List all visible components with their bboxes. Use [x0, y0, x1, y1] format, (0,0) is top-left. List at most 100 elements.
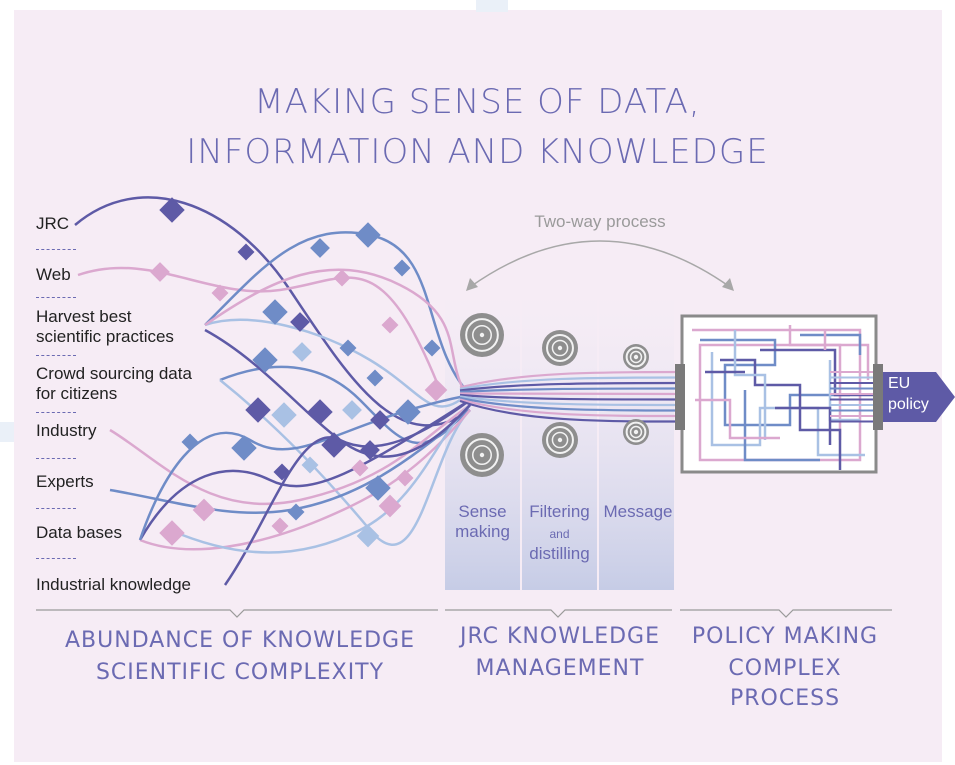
title-line-2: INFORMATION AND KNOWLEDGE: [186, 132, 769, 172]
knowledge-line: [459, 398, 683, 418]
two-way-arrow: [469, 240, 731, 288]
roller-center: [479, 332, 485, 338]
roller-ring: [546, 426, 574, 454]
stage-sense-line-2: making: [455, 522, 510, 541]
title-line-1: MAKING SENSE OF DATA,: [254, 82, 701, 122]
decorative-tab: [0, 422, 14, 442]
section-rule: [680, 609, 892, 618]
roller-ring: [465, 438, 499, 472]
divider: [36, 558, 76, 559]
node-marker: [393, 259, 411, 277]
divider: [36, 249, 76, 250]
policy-path: [788, 325, 870, 380]
policy-path: [695, 330, 827, 440]
node-marker: [395, 399, 421, 425]
knowledge-line: [459, 376, 683, 391]
source-data-bases: Data bases: [36, 523, 122, 542]
roller-ring: [551, 431, 569, 449]
node-marker: [378, 494, 402, 518]
roller-center: [557, 437, 563, 443]
node-marker: [150, 262, 170, 282]
node-marker: [290, 312, 310, 332]
flow-curve: [109, 403, 471, 506]
divider: [36, 297, 76, 298]
decorative-tab: [476, 0, 508, 12]
flow-curve: [139, 409, 471, 551]
node-marker: [252, 347, 278, 373]
roller-ring: [629, 350, 643, 364]
roller-ring: [625, 421, 647, 443]
flow-curve: [204, 268, 472, 401]
flow-curve: [77, 266, 442, 391]
node-marker: [301, 456, 319, 474]
divider: [36, 355, 76, 356]
node-marker: [287, 503, 305, 521]
source-harvest-line-1: Harvest best: [36, 307, 132, 326]
source-crowd-line-2: for citizens: [36, 384, 118, 403]
arrow-head-right: [722, 278, 734, 291]
stage-sense-line-1: Sense: [458, 502, 507, 521]
policy-path: [720, 358, 842, 470]
policy-path: [743, 333, 862, 462]
node-marker: [342, 400, 362, 420]
policy-box-outlet: [873, 364, 883, 430]
divider: [36, 412, 76, 413]
source-web: Web: [36, 265, 71, 284]
node-marker: [310, 238, 330, 258]
roller-ring: [625, 346, 647, 368]
node-marker: [271, 517, 289, 535]
stage-filtering-and: and: [549, 527, 570, 541]
source-experts: Experts: [36, 472, 94, 491]
stage-filtering-line-2: distilling: [529, 544, 590, 563]
eu-policy-arrow: [883, 372, 955, 422]
flow-curve: [138, 398, 471, 541]
divider: [36, 508, 76, 509]
node-marker: [424, 378, 448, 402]
roller-ring: [551, 339, 569, 357]
node-marker: [192, 498, 216, 522]
roller-ring: [472, 445, 492, 465]
node-marker: [351, 459, 369, 477]
eu-policy-line-2: policy: [888, 396, 929, 413]
roller-center: [633, 429, 639, 435]
eu-policy-line-1: EU: [888, 375, 911, 392]
roller-ring: [472, 325, 492, 345]
flow-curve: [169, 404, 471, 554]
node-marker: [381, 316, 399, 334]
knowledge-line: [459, 392, 683, 396]
policy-path: [710, 352, 865, 457]
node-marker: [262, 299, 288, 325]
knowledge-line: [459, 393, 683, 401]
node-marker: [355, 222, 381, 248]
section-rule: [36, 609, 438, 618]
knowledge-line: [459, 396, 683, 412]
node-marker: [181, 433, 199, 451]
stage-column-message: [599, 300, 674, 590]
node-marker: [356, 524, 380, 548]
node-marker: [245, 397, 271, 423]
source-jrc: JRC: [36, 214, 70, 233]
policy-path: [705, 370, 832, 445]
source-crowd-line-1: Crowd sourcing data: [36, 364, 192, 383]
node-marker: [211, 284, 229, 302]
section-abundance-line-1: ABUNDANCE OF KNOWLEDGE: [65, 628, 415, 653]
node-marker: [321, 432, 347, 458]
roller-center: [633, 354, 639, 360]
section-abundance-line-2: SCIENTIFIC COMPLEXITY: [95, 660, 385, 685]
section-policy-line-1: POLICY MAKING: [691, 624, 879, 649]
node-marker: [370, 410, 390, 430]
source-industrial-knowledge: Industrial knowledge: [36, 575, 191, 594]
knowledge-line: [459, 387, 683, 394]
node-marker: [396, 469, 414, 487]
roller-ring: [546, 334, 574, 362]
section-policy-line-2: COMPLEX PROCESS: [728, 656, 842, 711]
roller-center: [557, 345, 563, 351]
roller-ring: [465, 318, 499, 352]
knowledge-line: [459, 370, 683, 389]
policy-path: [700, 338, 850, 427]
node-marker: [423, 339, 441, 357]
section-rule: [445, 609, 672, 618]
knowledge-line: [459, 399, 683, 423]
roller-center: [479, 452, 485, 458]
